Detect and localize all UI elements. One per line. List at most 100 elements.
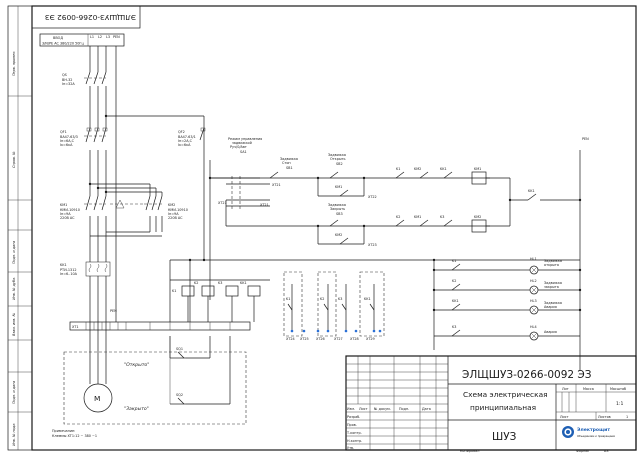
strip-label-sign-date-2: Подп. и дата (12, 381, 16, 404)
relay-k1-label: K1 (172, 289, 176, 293)
left-strip-labels: Перв. примен. Справ. № Подп. и дата Инв.… (12, 51, 16, 446)
hl3-contact-label: KK1 (452, 299, 459, 303)
stamp-col-date: Дата (422, 407, 431, 411)
sa1-mode-selector: Режим управления задвижкой Руч/0/Авт SA1… (210, 137, 281, 210)
format-label: Формат (576, 449, 590, 453)
kk1-contact-label: KK1 (440, 167, 447, 171)
sa1-label: SA1 (240, 150, 247, 154)
km2-spec-3: 220В AC (168, 216, 183, 220)
km1-coil-label: KM1 (474, 167, 481, 171)
title-line-1: Схема электрическая (463, 390, 548, 399)
stamp-role-check: Пров. (347, 423, 357, 427)
xt21-label-3: XT21 (260, 203, 269, 207)
sheets-label: Листов (598, 415, 611, 419)
title-block: ЭЛЩШУЗ-0266-0092 ЭЗ Изм. Лист № докум. П… (345, 355, 637, 451)
qf2-spec-2: Iн=2А,С (178, 139, 193, 143)
btn-open-label-1: Задвижка (328, 153, 346, 157)
relay-k3-label: K3 (218, 281, 222, 285)
strip-label-first-use: Перв. примен. (12, 51, 16, 76)
out-xt26-label: XT26 (316, 337, 325, 341)
stamp-col-sheet: Лист (359, 407, 368, 411)
rung-open: Задвижка Стоп SB1 Задвижка Открыть SB2 K… (210, 153, 490, 199)
motor: M "Открыто" "Закрыто" SQ1 SQ2 (63, 336, 247, 425)
pen-label-left: PEN (110, 309, 117, 313)
hl1-text-2: открыта (544, 263, 559, 267)
relay-coils-row: K1 K2 K3 KK1 (170, 279, 270, 322)
format-value: А3 (604, 449, 608, 453)
strip-label-ref-no: Справ. № (12, 151, 16, 168)
k2-contact-label: K2 (396, 215, 400, 219)
km1-aux-label: KM1 (335, 185, 342, 189)
qf1-breaker: QF1 ВА47-63/3 Iн=6А,С Iк=6кА (60, 127, 110, 150)
hl2-contact-label: K2 (452, 279, 456, 283)
doc-number: ЭЛЩШУЗ-0266-0092 ЭЗ (462, 369, 592, 381)
stamp-role-approve: Утв. (347, 446, 354, 450)
km1-km2-contactors: KM1 КМИ-10910 Iн=9А 220В AC KM2 КМИ-1091… (60, 183, 188, 237)
phase-l1-label: L1 (90, 35, 94, 39)
qs-label: QS (62, 73, 67, 77)
note: Примечание: Клеммы XT1:12 ~ 380 ~1 (52, 429, 97, 438)
hl3-label: HL3 (530, 299, 537, 303)
dry-contact-outputs: K1 K2 K3 KK1 XT24 XT25 XT26 XT27 XT28 XT… (283, 271, 385, 341)
km1-spec-3: 220В AC (60, 216, 75, 220)
qf1-spec-2: Iн=6А,С (60, 139, 75, 143)
bottom-row-labels: Копировал Формат А3 (460, 449, 608, 453)
hl3-text-1: Задвижка (544, 301, 562, 305)
power-input-terminal: ВВОД 3/N/PE AC 380/220 50Гц L1 L2 L3 PEN (39, 33, 125, 47)
kk1-spec-1: РТИ-1312 (60, 268, 77, 272)
qf2-label: QF2 (178, 130, 185, 134)
stamp-role-ncontrol: Н.контр. (347, 439, 362, 443)
copied-label: Копировал (460, 449, 479, 453)
btn-stop-label-1: Задвижка (280, 157, 298, 161)
hl2-label: HL2 (530, 279, 537, 283)
xt1-terminal-strip: XT1 PEN (69, 300, 251, 331)
xt22-label: XT22 (368, 195, 377, 199)
km1-label: KM1 (60, 203, 67, 207)
sb1-label: SB1 (286, 166, 293, 170)
qf2-breaker: QF2 ВА47-63/1 Iн=2А,С Iк=6кА (106, 115, 206, 160)
phase-pen-label: PEN (113, 35, 120, 39)
k1-contact-label: K1 (396, 167, 400, 171)
hl1-text-1: Задвижка (544, 259, 562, 263)
out-kk1-label: KK1 (364, 297, 371, 301)
out-xt28-label: XT28 (350, 337, 359, 341)
hl1-label: HL1 (530, 257, 537, 261)
sq2-label: SQ2 (176, 393, 183, 397)
relay-kk1-label: KK1 (240, 281, 247, 285)
control-buses (169, 160, 580, 322)
lit-label: Лит (562, 387, 569, 391)
qf1-label: QF1 (60, 130, 67, 134)
xt23-label: XT23 (368, 243, 377, 247)
company-name: Электрощит (577, 427, 610, 433)
sb2-label: SB2 (336, 162, 343, 166)
phase-l2-label: L2 (98, 35, 102, 39)
stamp-col-change: Изм. (347, 407, 355, 411)
km2-aux-label: KM2 (335, 233, 342, 237)
btn-open-label-2: Открыть (330, 157, 346, 161)
btn-stop-label-2: Стоп (282, 161, 291, 165)
stamp-role-dev: Разраб. (347, 415, 360, 419)
hl2-text-2: закрыта (544, 285, 559, 289)
k3-contact-label: K3 (440, 215, 444, 219)
qs-switch: QS ВН-32 Iн=32А (62, 71, 110, 86)
kk1-thermal-relay: KK1 РТИ-1312 Iн=6..10А (60, 261, 111, 277)
qs-spec-2: Iн=32А (62, 82, 75, 86)
valve-closed-label: "Закрыто" (124, 406, 149, 412)
rotated-doc-number-box: ЭЛЩШУЗ-0266-0092 ЭЗ (31, 5, 141, 29)
rotated-doc-number: ЭЛЩШУЗ-0266-0092 ЭЗ (45, 13, 136, 22)
hl3-text-2: Авария (544, 305, 557, 309)
out-xt29-label: XT29 (366, 337, 375, 341)
km2-coil-label: KM2 (474, 215, 481, 219)
km1-spec-2: Iн=9А (60, 212, 71, 216)
input-header: ВВОД (53, 36, 63, 40)
strip-label-sign-date-1: Подп. и дата (12, 241, 16, 264)
strip-label-dup-inv: Инв. № дубл. (12, 277, 16, 300)
out-k3-label: K3 (338, 297, 342, 301)
xt1-label: XT1 (72, 325, 79, 329)
note-line-2: Клеммы XT1:12 ~ 380 ~1 (52, 434, 97, 438)
rung-close: Задвижка Закрыть SB3 KM2 XT23 K2 KM1 K3 … (225, 200, 490, 247)
note-line-1: Примечание: (52, 429, 75, 433)
km2-label: KM2 (168, 203, 175, 207)
indicator-lamps: K1 HL1 Задвижка открыта K2 HL2 Задвижка … (433, 257, 580, 350)
